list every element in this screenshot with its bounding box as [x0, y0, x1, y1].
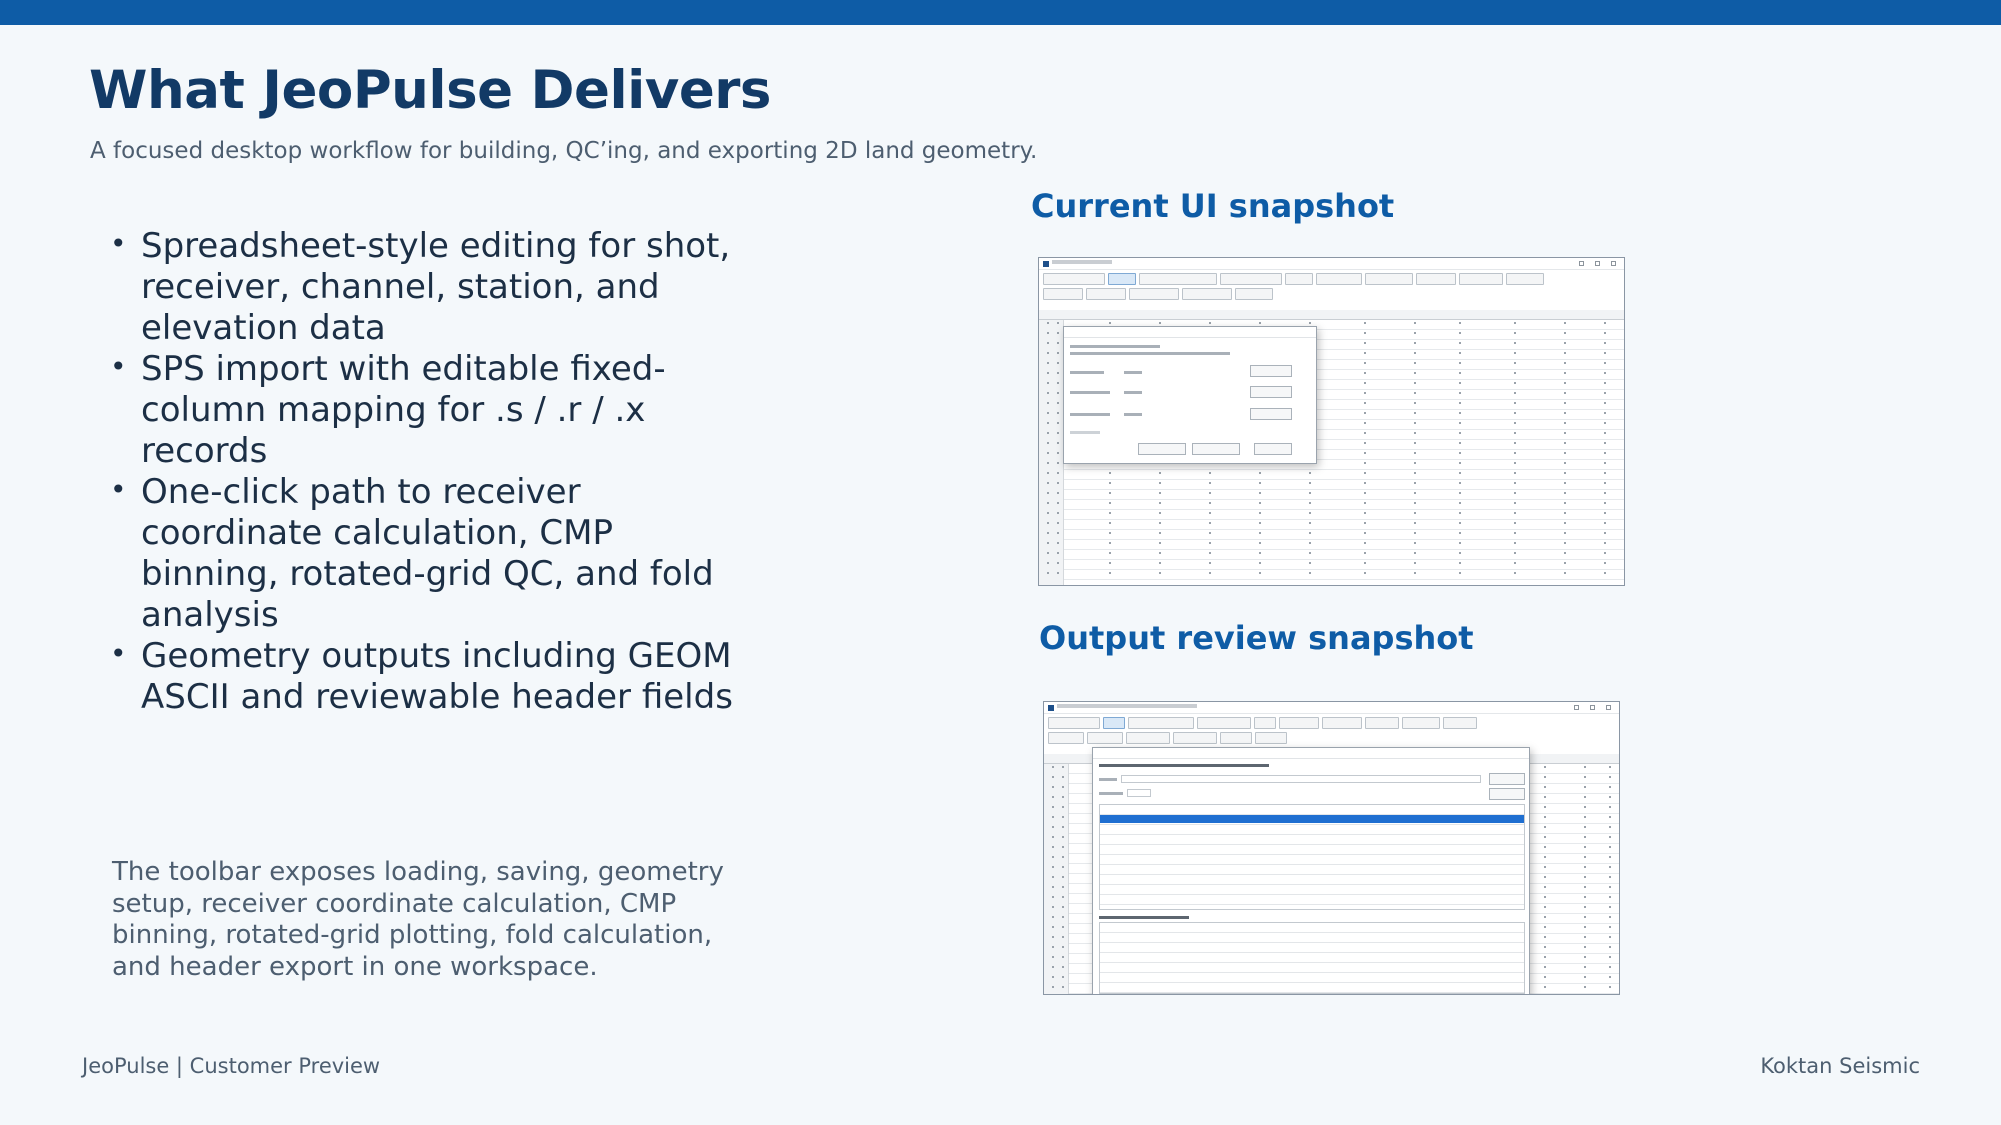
header-produced-dialog [1092, 747, 1530, 994]
toolbar-note: The toolbar exposes loading, saving, geo… [112, 857, 724, 982]
top-accent-bar [0, 0, 2001, 25]
toolbar-row-2 [1039, 288, 1624, 306]
slide-subtitle: A focused desktop workflow for building,… [90, 138, 1038, 164]
footer-left: JeoPulse | Customer Preview [82, 1054, 381, 1078]
slide-title: What JeoPulse Delivers [89, 60, 771, 121]
maximize-icon [1590, 705, 1595, 710]
output-review-label: Output review snapshot [1039, 620, 1474, 657]
footer-right: Koktan Seismic [1760, 1054, 1920, 1078]
feature-bullet: Spreadsheet-style editing for shot, rece… [110, 223, 750, 349]
toolbar-row-2 [1044, 732, 1619, 750]
current-ui-label: Current UI snapshot [1031, 188, 1394, 225]
feature-bullet: One-click path to receiver coordinate ca… [110, 469, 750, 636]
maximize-icon [1595, 261, 1600, 266]
load-sps-dialog [1063, 326, 1317, 464]
current-ui-screenshot [1038, 257, 1625, 586]
minimize-icon [1574, 705, 1579, 710]
header-fields-table [1099, 922, 1525, 994]
app-logo-icon [1048, 705, 1054, 711]
window-titlebar [1044, 702, 1619, 714]
window-titlebar [1039, 258, 1624, 270]
toolbar-row-1 [1039, 270, 1624, 288]
close-icon [1606, 705, 1611, 710]
close-icon [1611, 261, 1616, 266]
current-ui-label-text: Current UI snapshot [1031, 187, 1395, 225]
app-logo-icon [1043, 261, 1049, 267]
feature-bullet: SPS import with editable fixed-column ma… [110, 346, 750, 472]
minimize-icon [1579, 261, 1584, 266]
feature-bullet: Geometry outputs including GEOM ASCII an… [110, 633, 750, 718]
output-review-label-text: Output review snapshot [1039, 619, 1474, 657]
toolbar-row-1 [1044, 714, 1619, 732]
feature-list: Spreadsheet-style editing for shot, rece… [110, 223, 750, 718]
output-review-screenshot [1043, 701, 1620, 995]
